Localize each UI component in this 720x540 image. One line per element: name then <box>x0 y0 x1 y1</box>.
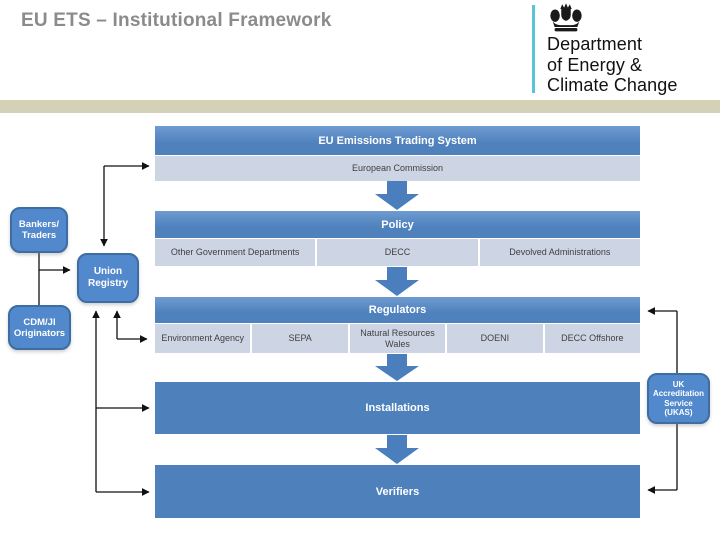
cell-decc-offshore: DECC Offshore <box>544 324 641 353</box>
logo-text: Department of Energy & Climate Change <box>547 34 677 96</box>
tier-policy-header: Policy <box>155 211 640 238</box>
royal-crest-icon <box>547 2 585 40</box>
flow-down-arrow-1 <box>375 181 419 215</box>
ukas-node: UK Accreditation Service (UKAS) <box>647 373 710 424</box>
page-title: EU ETS – Institutional Framework <box>21 10 332 31</box>
cell-natural-resources-wales: Natural Resources Wales <box>349 324 446 353</box>
logo-line-3: Climate Change <box>547 75 678 95</box>
tier-eu-ets-header: EU Emissions Trading System <box>155 126 640 155</box>
flow-down-arrow-2 <box>375 267 419 301</box>
cell-doeni: DOENI <box>447 324 543 353</box>
cell-european-commission: European Commission <box>155 156 640 181</box>
logo-teal-rule <box>532 5 535 93</box>
flow-down-arrow-4 <box>375 435 419 469</box>
tier-eu-ets-row: European Commission <box>155 156 640 181</box>
logo-line-1: Department <box>547 34 643 54</box>
cdm-ji-originators-node: CDM/JI Originators <box>8 305 71 350</box>
tier-policy-row: Other Government Departments DECC Devolv… <box>155 239 640 266</box>
cell-environment-agency: Environment Agency <box>155 324 251 353</box>
logo-line-2: of Energy & <box>547 54 643 75</box>
installations-box: Installations <box>155 382 640 434</box>
bankers-traders-node: Bankers/ Traders <box>10 207 68 253</box>
cell-decc: DECC <box>317 239 478 266</box>
cell-other-government-departments: Other Government Departments <box>155 239 316 266</box>
verifiers-box: Verifiers <box>155 465 640 518</box>
flow-down-arrow-3 <box>375 354 419 386</box>
divider-band <box>0 100 720 113</box>
cell-devolved-administrations: Devolved Administrations <box>479 239 640 266</box>
tier-regulators-row: Environment Agency SEPA Natural Resource… <box>155 324 641 353</box>
cell-sepa: SEPA <box>252 324 348 353</box>
tier-regulators-header: Regulators <box>155 297 640 323</box>
union-registry-node: Union Registry <box>77 253 139 303</box>
decc-logo: Department of Energy & Climate Change <box>526 0 720 98</box>
